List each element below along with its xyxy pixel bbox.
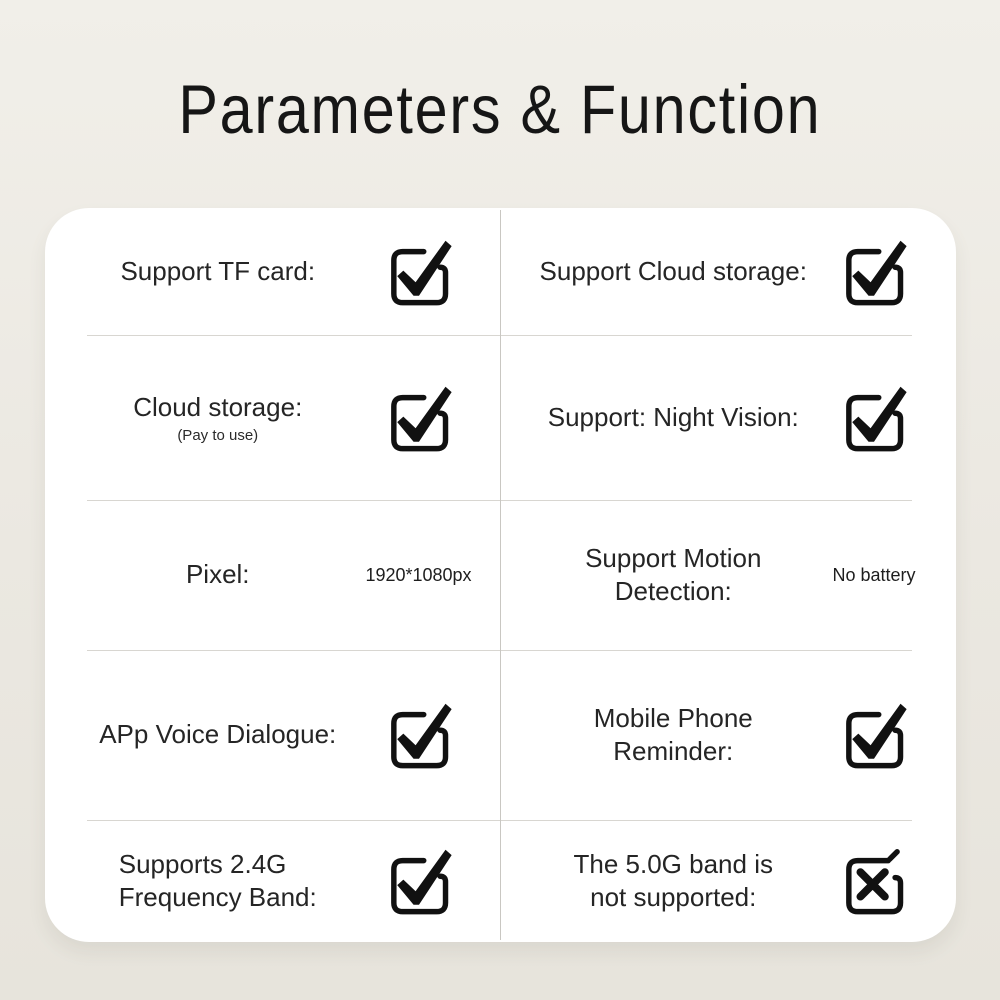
spec-label: Support Motion Detection: — [585, 542, 762, 606]
page-title: Parameters & Function — [0, 70, 1000, 149]
status-slot — [818, 384, 930, 452]
checked-box-icon — [385, 238, 453, 306]
spec-sublabel: (Pay to use) — [177, 426, 259, 444]
column-divider — [500, 210, 501, 940]
spec-cell-cloud-storage-support: Support Cloud storage: — [501, 208, 957, 335]
status-slot — [818, 847, 930, 915]
status-slot: 1920*1080px — [363, 565, 475, 586]
status-slot — [363, 701, 475, 769]
status-slot: No battery — [818, 565, 930, 586]
spec-cell-night-vision: Support: Night Vision: — [501, 335, 957, 500]
cross-box-icon — [840, 847, 908, 915]
row-divider — [87, 650, 912, 651]
spec-cell-24g-band: Supports 2.4G Frequency Band: — [45, 820, 501, 942]
spec-cell-50g-band: The 5.0G band is not supported: — [501, 820, 957, 942]
page-title-text: Parameters & Function — [178, 71, 822, 148]
status-slot — [363, 847, 475, 915]
status-slot — [818, 238, 930, 306]
status-slot — [818, 701, 930, 769]
checked-box-icon — [385, 847, 453, 915]
spec-value: No battery — [832, 564, 916, 585]
spec-cell-voice-dialogue: APp Voice Dialogue: — [45, 650, 501, 820]
row-divider — [87, 335, 912, 336]
spec-label: Support: Night Vision: — [547, 401, 799, 432]
spec-card: Support TF card: Support Cloud storage: … — [45, 208, 956, 942]
spec-label: Cloud storage: — [133, 392, 303, 423]
status-slot — [363, 384, 475, 452]
row-divider — [87, 820, 912, 821]
checked-box-icon — [385, 701, 453, 769]
status-slot — [363, 238, 475, 306]
spec-label: Support TF card: — [120, 255, 316, 286]
spec-cell-phone-reminder: Mobile Phone Reminder: — [501, 650, 957, 820]
spec-label: Supports 2.4G Frequency Band: — [118, 848, 317, 912]
checked-box-icon — [840, 238, 908, 306]
checked-box-icon — [840, 701, 908, 769]
checked-box-icon — [385, 384, 453, 452]
spec-label: APp Voice Dialogue: — [99, 719, 337, 750]
spec-value: 1920*1080px — [365, 564, 472, 585]
spec-cell-cloud-storage-pay: Cloud storage: (Pay to use) — [45, 335, 501, 500]
checked-box-icon — [840, 384, 908, 452]
spec-label: Support Cloud storage: — [539, 255, 807, 286]
spec-cell-pixel: Pixel: 1920*1080px — [45, 500, 501, 650]
spec-label: Pixel: — [185, 559, 250, 590]
row-divider — [87, 500, 912, 501]
spec-label: The 5.0G band is not supported: — [573, 848, 773, 912]
spec-cell-motion-detection: Support Motion Detection: No battery — [501, 500, 957, 650]
spec-cell-tf-card: Support TF card: — [45, 208, 501, 335]
spec-table: Support TF card: Support Cloud storage: … — [45, 208, 956, 942]
spec-label: Mobile Phone Reminder: — [593, 702, 753, 766]
